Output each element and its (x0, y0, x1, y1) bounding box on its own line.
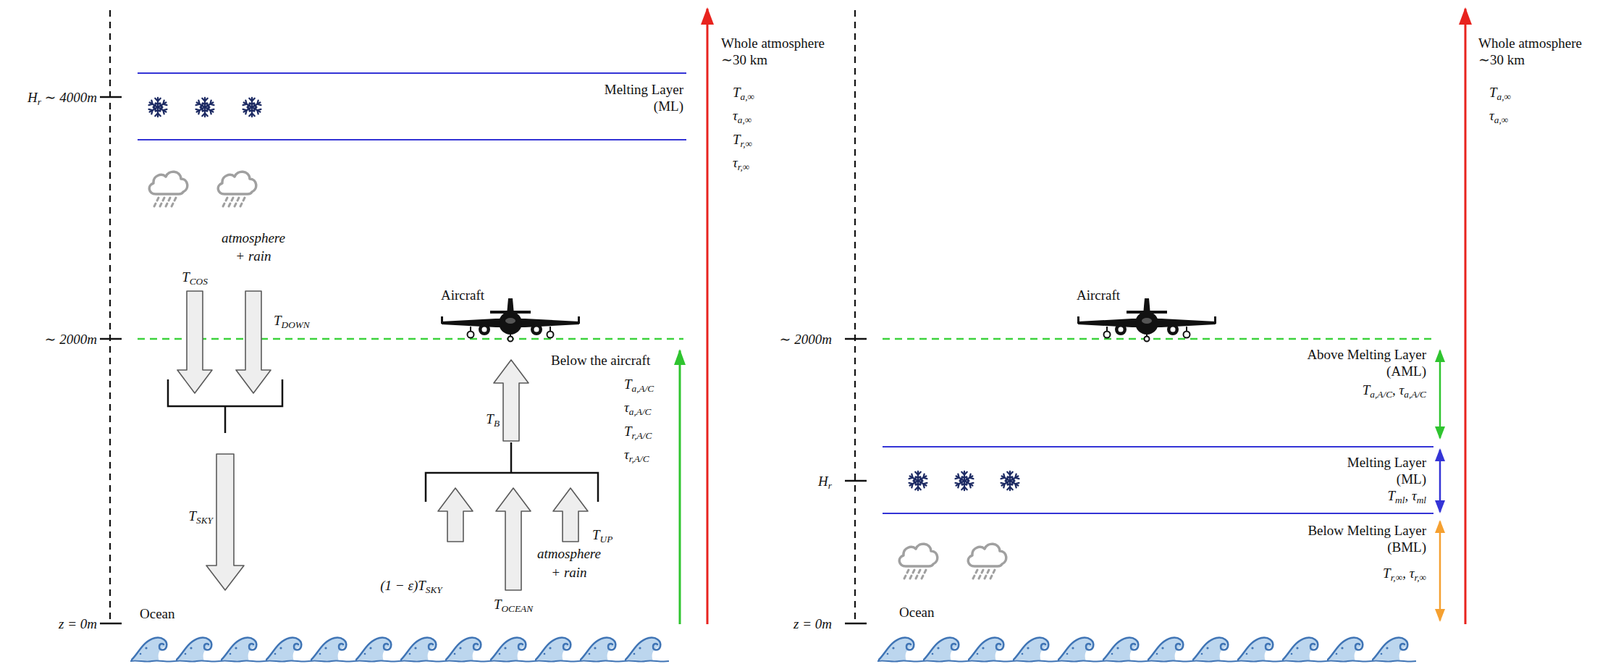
aircraft-label: Aircraft (1076, 286, 1120, 304)
temperature-label: TOCEAN (493, 595, 533, 613)
parameter-label: τa,A/C (624, 398, 651, 416)
altitude-label: ∼ 2000m (779, 330, 832, 348)
temperature-label: (1 − ε)TSKY (380, 577, 442, 594)
parameter-label: Ta,∞ (732, 83, 755, 101)
temperature-label: TUP (592, 526, 613, 543)
region-label: Below Melting Layer (BML) (1295, 521, 1427, 556)
melting-layer-band: Melting Layer (ML) (137, 72, 687, 141)
atmosphere-extent-arrow (706, 8, 709, 625)
parameter-label: Tml, τml (1387, 487, 1427, 504)
radiance-arrows (177, 291, 588, 591)
sum-brackets (167, 379, 599, 502)
surface-label: Ocean (899, 603, 935, 621)
temperature-label: TCOS (181, 268, 208, 286)
aircraft-level (882, 338, 1434, 341)
parameter-label: τa,∞ (732, 107, 752, 124)
rain-cloud-icons (149, 171, 1006, 579)
aircraft-icon (440, 298, 580, 342)
melting-layer-band: Melting Layer (ML)Tml, τml (882, 445, 1434, 515)
aircraft-label: Aircraft (440, 286, 485, 304)
altitude-axis (109, 10, 111, 625)
source-label: atmosphere + rain (221, 228, 286, 265)
parameter-label: Tr,A/C (624, 422, 652, 440)
layer-name: Melting Layer (ML) (589, 81, 684, 115)
altitude-label: z = 0m (58, 615, 98, 633)
aircraft-level (137, 338, 684, 341)
layer-name: Melting Layer (ML) (1332, 453, 1427, 488)
parameter-label: τr,∞ (732, 154, 750, 171)
altitude-label: ∼ 2000m (44, 330, 98, 348)
aml-extent-arrow (1439, 350, 1442, 439)
altitude-label: Hr ∼ 4000m (27, 89, 98, 106)
atmosphere-extent-arrow (1464, 8, 1467, 625)
aircraft-icon (1077, 298, 1217, 342)
region-label: Whole atmosphere ∼30 km (1478, 34, 1592, 69)
temperature-label: TSKY (188, 507, 214, 525)
parameter-label: Ta,A/C (624, 375, 654, 393)
ocean-waves (130, 630, 669, 664)
axis-ticks (99, 97, 867, 624)
ocean-waves (877, 630, 1417, 664)
surface-label: Ocean (139, 605, 176, 622)
below-aircraft-arrow (679, 350, 682, 625)
parameter-label: τr,A/C (624, 445, 650, 463)
snowflake-icons (148, 97, 1020, 491)
altitude-label: z = 0m (793, 615, 832, 633)
parameter-label: Tr,∞, τr,∞ (1382, 564, 1427, 582)
region-label: Above Melting Layer (AML) (1295, 346, 1427, 380)
altitude-label: Hr (818, 472, 832, 490)
parameter-label: Ta,A/C, τa,A/C (1362, 381, 1427, 399)
source-label: atmosphere + rain (537, 544, 601, 583)
parameter-label: Ta,∞ (1489, 83, 1511, 101)
temperature-label: TB (485, 410, 500, 428)
temperature-label: TDOWN (273, 312, 310, 329)
ml-extent-arrow (1439, 449, 1442, 512)
altitude-axis (854, 10, 856, 625)
region-label: Whole atmosphere ∼30 km (721, 34, 835, 69)
parameter-label: Tr,∞ (732, 131, 753, 148)
parameter-label: τa,∞ (1489, 107, 1509, 124)
bml-extent-arrow (1439, 521, 1442, 621)
region-label: Below the aircraft (550, 351, 651, 369)
